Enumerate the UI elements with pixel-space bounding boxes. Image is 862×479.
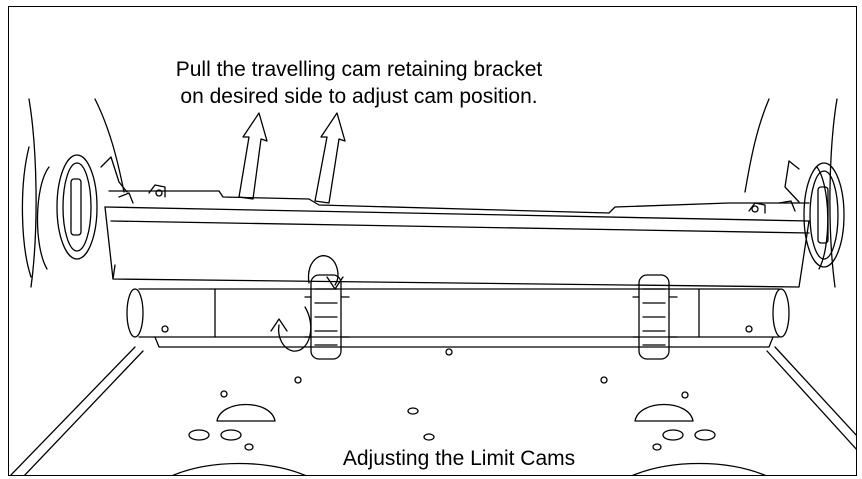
- cam-shaft: [126, 288, 790, 348]
- instruction-line-2: on desired side to adjust cam position.: [180, 85, 538, 108]
- left-housing: [21, 98, 125, 288]
- limit-cam-right: [632, 274, 678, 360]
- pull-arrow-right: [314, 112, 346, 204]
- left-handwheel: [56, 154, 128, 260]
- instruction-line-1: Pull the travelling cam retaining bracke…: [175, 58, 543, 81]
- instruction-callout: Pull the travelling cam retaining bracke…: [109, 56, 609, 110]
- rotation-arrow-upper: [307, 255, 344, 290]
- right-handwheel: [784, 160, 845, 268]
- limit-cam-illustration: [10, 98, 856, 475]
- rotation-arrow-lower: [270, 306, 312, 352]
- cam-retaining-bracket: [104, 184, 810, 288]
- figure-caption: Adjusting the Limit Cams: [342, 447, 576, 470]
- pull-arrow-left: [238, 112, 268, 200]
- base-plate: [10, 346, 856, 475]
- limit-cam-left: [304, 274, 350, 360]
- figure-frame: Pull the travelling cam retaining bracke…: [8, 6, 857, 476]
